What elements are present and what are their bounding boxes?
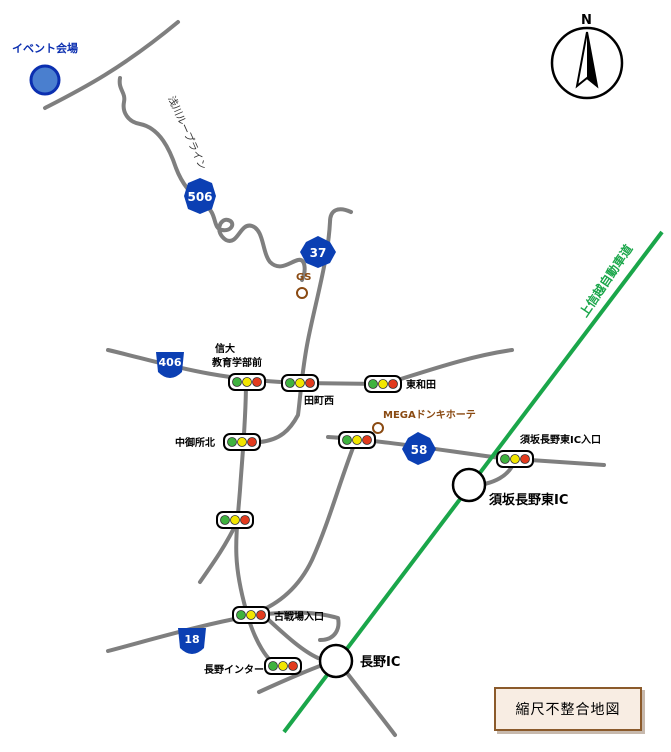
traffic-signals	[216, 373, 534, 675]
route-37-shield: 37	[300, 236, 336, 268]
route-406-shield: 406	[156, 352, 184, 378]
signal-middle-lamp-red	[240, 515, 250, 525]
signal-mega-lamp-red	[362, 435, 372, 445]
suzaka-ic-marker[interactable]	[451, 467, 487, 503]
road-venue-north	[43, 20, 180, 110]
road-east-diagonal	[248, 438, 358, 617]
mega-label: MEGAドンキホーテ	[383, 409, 476, 421]
signal-shindai-line2: 教育学部前	[211, 356, 262, 369]
signal-tamachi-nishi-lamp-green	[285, 378, 295, 388]
legend-label: 縮尺不整合地図	[515, 702, 621, 718]
signal-higashi-wada-label: 東和田	[406, 378, 436, 391]
signal-kosenjo-lamp-yellow	[246, 610, 256, 620]
signal-naka-goshokita-label: 中御所北	[175, 436, 215, 449]
signal-shindai-lamp-red	[252, 377, 262, 387]
signal-kosenjo-label: 古戦場入口	[274, 610, 324, 623]
route-58-shield: 58	[402, 432, 436, 465]
route-506-number: 506	[187, 190, 212, 204]
compass-letter: N	[581, 13, 592, 28]
signal-middle	[216, 511, 254, 529]
signal-naka-goshokita-lamp-green	[227, 437, 237, 447]
signal-naka-goshokita	[223, 433, 261, 451]
route-18-number: 18	[184, 633, 199, 646]
signal-higashi-wada-lamp-green	[368, 379, 378, 389]
signal-mega-lamp-green	[342, 435, 352, 445]
signal-higashi-wada	[364, 375, 402, 393]
signal-mega	[338, 431, 376, 449]
signal-higashi-wada-lamp-yellow	[378, 379, 388, 389]
signal-kosenjo	[232, 606, 270, 624]
venue-marker[interactable]	[29, 64, 61, 96]
roads	[43, 20, 606, 737]
signal-higashi-wada-lamp-red	[388, 379, 398, 389]
road-loop-line	[117, 76, 307, 282]
nagano-ic-marker[interactable]	[318, 643, 354, 679]
route-58-number: 58	[411, 443, 428, 457]
signal-nagano-inter-lamp-red	[288, 661, 298, 671]
signal-naka-goshokita-lamp-red	[247, 437, 257, 447]
signal-tamachi-nishi-label: 田町西	[304, 395, 334, 407]
north-compass: N	[550, 13, 624, 100]
compass-needle-fill	[587, 32, 597, 86]
gs-label: GS	[296, 272, 311, 283]
signal-mega-lamp-yellow	[352, 435, 362, 445]
route-406-number: 406	[159, 356, 182, 369]
signal-suzaka-ic-entrance-lamp-green	[500, 454, 510, 464]
route-506-shield: 506	[184, 178, 216, 214]
signal-shindai-lamp-green	[232, 377, 242, 387]
road-route-18	[106, 610, 341, 653]
signal-tamachi-nishi-lamp-yellow	[295, 378, 305, 388]
signal-shindai-line1: 信大	[215, 342, 235, 355]
mega-marker[interactable]	[372, 422, 384, 434]
route-18-shield: 18	[178, 628, 206, 654]
signal-shindai	[228, 373, 266, 391]
signal-naka-goshokita-lamp-yellow	[237, 437, 247, 447]
suzaka-ic-label: 須坂長野東IC	[488, 492, 568, 508]
signal-middle-lamp-yellow	[230, 515, 240, 525]
nagano-ic-label: 長野IC	[360, 655, 400, 670]
signal-suzaka-ic-entrance-label: 須坂長野東IC入口	[519, 433, 601, 446]
signal-shindai-lamp-yellow	[242, 377, 252, 387]
road-southwest-branch	[198, 520, 239, 584]
signal-suzaka-ic-entrance-lamp-yellow	[510, 454, 520, 464]
road-route-37	[258, 207, 353, 444]
signal-nagano-inter-label: 長野インター	[204, 664, 264, 676]
venue-label: イベント会場	[12, 41, 78, 55]
route-37-number: 37	[310, 246, 327, 260]
signal-tamachi-nishi-lamp-red	[305, 378, 315, 388]
legend-not-to-scale: 縮尺不整合地図	[494, 687, 642, 731]
signal-nagano-inter-lamp-yellow	[278, 661, 288, 671]
gs-marker[interactable]	[296, 287, 308, 299]
signal-nagano-inter	[264, 657, 302, 675]
signal-middle-lamp-green	[220, 515, 230, 525]
signal-suzaka-ic-entrance	[496, 450, 534, 468]
signal-tamachi-nishi	[281, 374, 319, 392]
signal-kosenjo-lamp-red	[256, 610, 266, 620]
signal-kosenjo-lamp-green	[236, 610, 246, 620]
signal-nagano-inter-lamp-green	[268, 661, 278, 671]
signal-suzaka-ic-entrance-lamp-red	[520, 454, 530, 464]
